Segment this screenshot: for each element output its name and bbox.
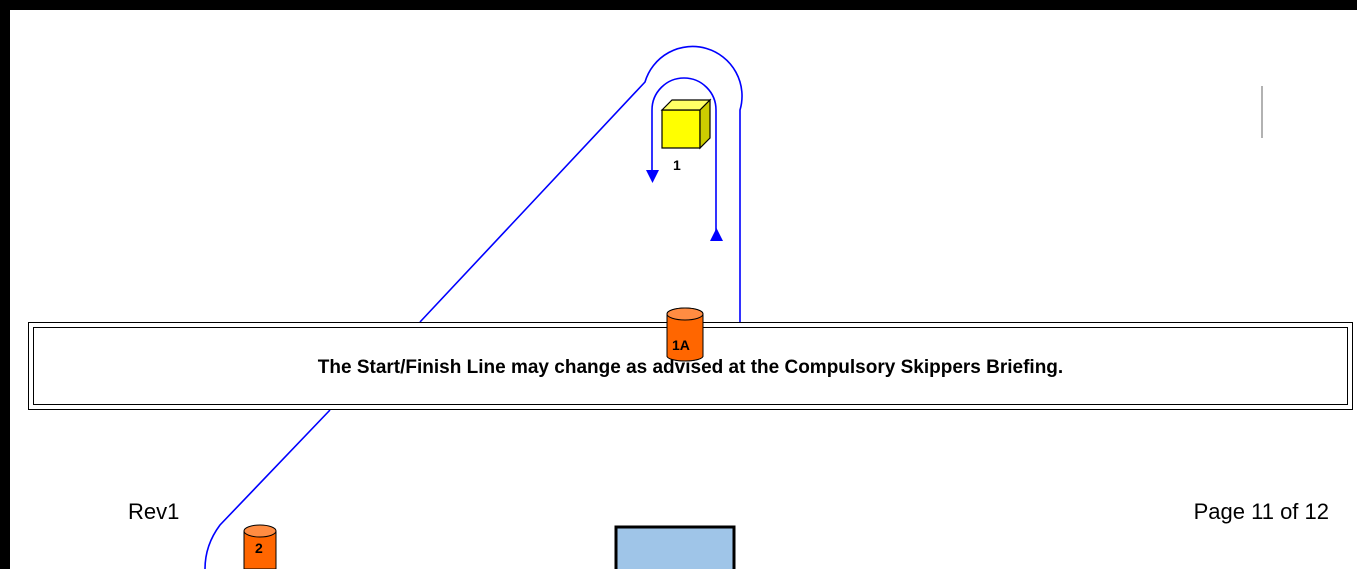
mark-1a-overlay bbox=[666, 307, 704, 362]
arrow-up-icon bbox=[710, 228, 723, 241]
page-number: Page 11 of 12 bbox=[1193, 499, 1329, 524]
course-line-outer bbox=[419, 45, 743, 323]
mark-1-cube bbox=[660, 98, 712, 150]
mark-2-cylinder bbox=[243, 524, 277, 569]
revision-label: Rev1 bbox=[128, 499, 180, 524]
course-line-inner bbox=[651, 77, 717, 232]
mark-1-label: 1 bbox=[673, 157, 681, 173]
notice-text: The Start/Finish Line may change as advi… bbox=[317, 357, 1064, 378]
mark-2-label: 2 bbox=[255, 540, 263, 556]
arrow-down-icon bbox=[646, 170, 659, 183]
committee-boat bbox=[614, 525, 736, 569]
mark-1a-label: 1A bbox=[672, 337, 690, 353]
course-line-lower bbox=[204, 409, 331, 569]
